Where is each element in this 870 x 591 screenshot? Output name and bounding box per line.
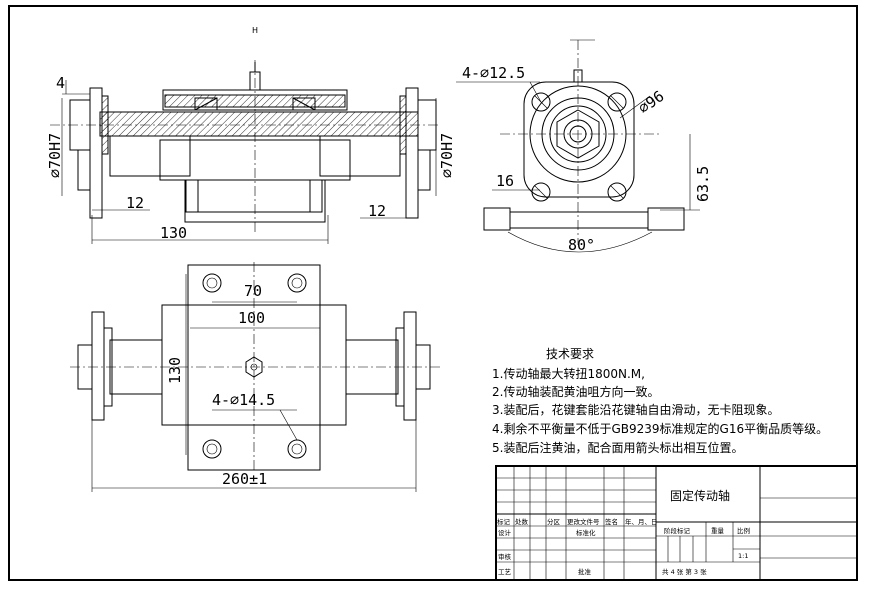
tech-requirement-5: 5.装配后注黄油，配合面用箭头标出相互位置。 xyxy=(492,440,743,455)
tech-requirements-title: 技术要求 xyxy=(546,347,594,361)
title-drawing-name: 固定传动轴 xyxy=(670,488,730,503)
tb-header-change-doc: 更改文件号 xyxy=(567,517,600,526)
tb-header-zone: 分区 xyxy=(547,517,561,526)
dim-top-260: 260±1 xyxy=(222,470,267,488)
tb-approval: 批准 xyxy=(578,567,592,576)
tb-weight: 重量 xyxy=(711,527,725,535)
dim-front-top-4: 4 xyxy=(56,74,65,92)
tb-sheet-info: 共 4 张 第 3 张 xyxy=(662,567,707,576)
tech-requirement-3: 3.装配后，花键套能沿花键轴自由滑动，无卡阻现象。 xyxy=(492,402,779,417)
dim-top-130: 130 xyxy=(166,357,184,384)
tech-requirement-1: 1.传动轴最大转扭1800N.M, xyxy=(492,366,645,381)
dim-front-left-12: 12 xyxy=(126,194,144,212)
dim-top-holes: 4-⌀14.5 xyxy=(212,391,275,409)
title-block xyxy=(495,465,858,581)
dim-side-holes: 4-⌀12.5 xyxy=(462,64,525,82)
dim-top-70: 70 xyxy=(244,282,262,300)
tb-role-design: 设计 xyxy=(498,528,512,537)
tech-requirement-4: 4.剩余不平衡量不低于GB9239标准规定的G16平衡品质等级。 xyxy=(492,421,828,436)
drawing-frame xyxy=(8,5,858,581)
front-view-mark: H xyxy=(252,26,258,35)
tech-requirements: 技术要求 1.传动轴最大转扭1800N.M, 2.传动轴装配黄油咀方向一致。 3… xyxy=(492,347,828,455)
side-view xyxy=(456,39,700,253)
dim-front-right-12: 12 xyxy=(368,202,386,220)
dim-front-right-dia: ⌀70H7 xyxy=(438,133,456,178)
tb-stage-mark: 阶段标记 xyxy=(664,526,691,535)
tb-scale-value: 1:1 xyxy=(738,552,748,560)
tb-header-mark: 标记 xyxy=(497,517,511,526)
top-view xyxy=(70,262,440,492)
dim-side-angle: 80° xyxy=(568,236,595,254)
tb-scale-label: 比例 xyxy=(737,526,750,535)
dim-front-left-dia: ⌀70H7 xyxy=(46,133,64,178)
tb-role-process: 工艺 xyxy=(498,568,512,576)
front-section-view: H xyxy=(50,26,440,244)
tb-header-sign: 签名 xyxy=(605,517,618,526)
tb-role-review: 审核 xyxy=(498,552,512,561)
tb-header-date: 年、月、日 xyxy=(625,517,658,526)
tech-requirement-2: 2.传动轴装配黄油咀方向一致。 xyxy=(492,384,659,399)
dim-front-130: 130 xyxy=(160,224,187,242)
dim-side-63-5: 63.5 xyxy=(694,166,712,202)
tb-standardization: 标准化 xyxy=(576,528,596,537)
dim-side-dia96: ⌀96 xyxy=(635,87,668,117)
dim-top-100: 100 xyxy=(238,309,265,327)
tb-header-count: 处数 xyxy=(515,517,529,526)
dim-side-16: 16 xyxy=(496,172,514,190)
